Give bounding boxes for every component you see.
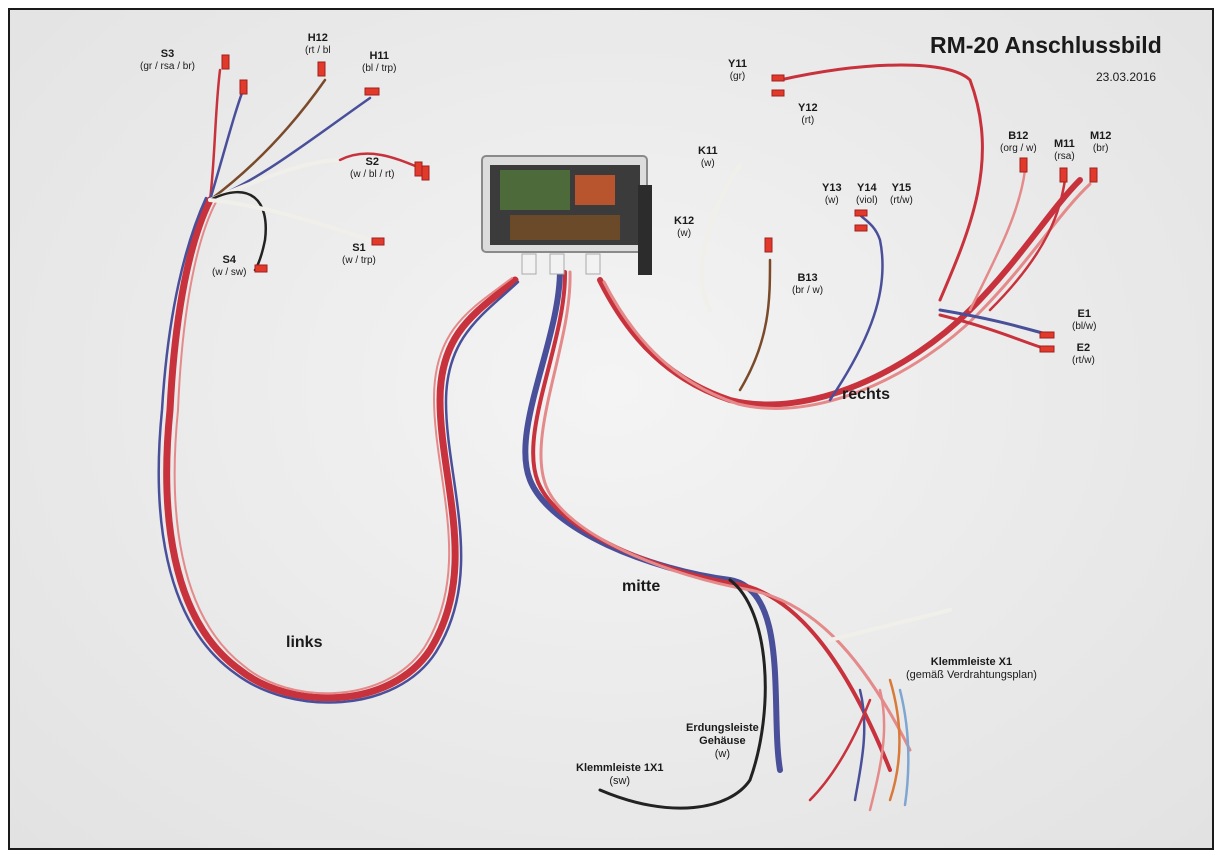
connector-label-y12: Y12 (rt) — [798, 102, 818, 126]
harness-left-branches — [208, 68, 427, 272]
wire-colors: (w) — [700, 157, 715, 169]
wire-colors: (org / w) — [1000, 142, 1037, 154]
connector-label-s3: S3 (gr / rsa / br) — [140, 48, 195, 72]
page-title: RM-20 Anschlussbild — [930, 32, 1162, 58]
date-label: 23.03.2016 — [1096, 70, 1157, 84]
wire-colors: (bl/w) — [1072, 320, 1097, 332]
connector-label-s1: S1 (w / trp) — [342, 242, 376, 266]
terminal-label-1x1: Klemmleiste 1X1 (sw) — [576, 762, 663, 788]
connector-label-y13: Y13 (w) — [822, 182, 842, 206]
wiring-harness-photo — [157, 54, 1098, 812]
connector-code: M12 — [1090, 130, 1112, 142]
connector-label-y11: Y11 (gr) — [728, 58, 747, 82]
connector-code: S3 — [160, 48, 175, 60]
connector-code: E1 — [1077, 308, 1091, 320]
section-label-mitte: mitte — [622, 578, 661, 595]
connector-code: Y12 — [798, 102, 818, 114]
connector-label-y14: Y14 (viol) — [856, 182, 878, 206]
terminal-name: Klemmleiste 1X1 — [576, 762, 664, 774]
wire-colors: (rsa) — [1054, 150, 1075, 162]
wire-colors: (w) — [677, 227, 692, 239]
connector-label-s2: S2 (w / bl / rt) — [350, 156, 394, 180]
wire-colors: (w) — [824, 194, 839, 206]
control-box — [481, 155, 652, 275]
connector-code: K11 — [698, 145, 718, 157]
wire-colors: (rt/w) — [1072, 354, 1095, 366]
wire-colors: (w / bl / rt) — [350, 168, 395, 180]
connector-code: S2 — [365, 156, 379, 168]
connector-code: S4 — [222, 254, 236, 266]
wire-colors: (gr / rsa / br) — [140, 60, 196, 72]
connector-label-s4: S4 (w / sw) — [212, 254, 246, 278]
wire-colors: (bl / trp) — [362, 62, 397, 74]
connector-label-b13: B13 (br / w) — [792, 272, 823, 296]
connector-label-e2: E2 (rt/w) — [1072, 342, 1095, 366]
connector-code: B12 — [1008, 130, 1029, 142]
connector-code: S1 — [352, 242, 366, 254]
image-frame: RM-20 Anschlussbild 23.03.2016 links mit… — [8, 8, 1214, 850]
connector-code: H11 — [369, 50, 390, 62]
terminal-label-ground: Erdungsleiste Gehäuse (w) — [686, 722, 759, 762]
connector-label-e1: E1 (bl/w) — [1072, 308, 1096, 332]
terminal-name: Klemmleiste X1 — [930, 656, 1013, 668]
connector-label-k12: K12 (w) — [674, 215, 694, 239]
connector-label-b12: B12 (org / w) — [1000, 130, 1037, 154]
wire-colors: (br / w) — [792, 284, 824, 296]
connector-code: M11 — [1054, 138, 1075, 150]
connector-label-y15: Y15 (rt/w) — [890, 182, 913, 206]
connector-code: K12 — [674, 215, 695, 227]
terminal-label-x1: Klemmleiste X1 (gemäß Verdrahtungsplan) — [906, 656, 1037, 682]
connector-label-h11: H11 (bl / trp) — [362, 50, 396, 74]
connector-label-h12: H12 (rt / bl — [305, 32, 331, 56]
harness-left — [157, 196, 520, 704]
section-label-links: links — [286, 634, 323, 651]
wire-colors: (gr) — [729, 70, 746, 82]
connector-code: B13 — [797, 272, 818, 284]
harness-middle — [522, 267, 952, 810]
wire-colors: (rt) — [801, 114, 815, 126]
connector-label-m11: M11 (rsa) — [1054, 138, 1075, 162]
terminal-note: (sw) — [609, 775, 631, 788]
connector-label-m12: M12 (br) — [1090, 130, 1111, 154]
terminal-note: (w) — [714, 748, 731, 761]
wire-colors: (viol) — [856, 194, 878, 206]
connector-code: H12 — [307, 32, 328, 44]
wire-colors: (w / trp) — [342, 254, 376, 266]
wire-colors: (w / sw) — [212, 266, 247, 278]
connector-code: E2 — [1076, 342, 1091, 354]
connector-label-k11: K11 (w) — [698, 145, 718, 169]
wire-colors: (rt/w) — [890, 194, 913, 206]
loose-wire-ends — [808, 678, 910, 812]
connector-code: Y11 — [728, 58, 747, 70]
connector-code: Y13 — [822, 182, 842, 194]
harness-right — [597, 63, 1092, 410]
terminal-name-line2: Gehäuse — [699, 735, 746, 748]
terminal-name-line1: Erdungsleiste — [686, 722, 759, 734]
wire-colors: (rt / bl — [305, 44, 331, 56]
terminal-note: (gemäß Verdrahtungsplan) — [906, 669, 1037, 682]
connector-code: Y14 — [857, 182, 877, 194]
red-connectors — [221, 54, 1098, 353]
section-label-rechts: rechts — [842, 386, 891, 403]
connector-code: Y15 — [891, 182, 912, 194]
wire-colors: (br) — [1092, 142, 1109, 154]
